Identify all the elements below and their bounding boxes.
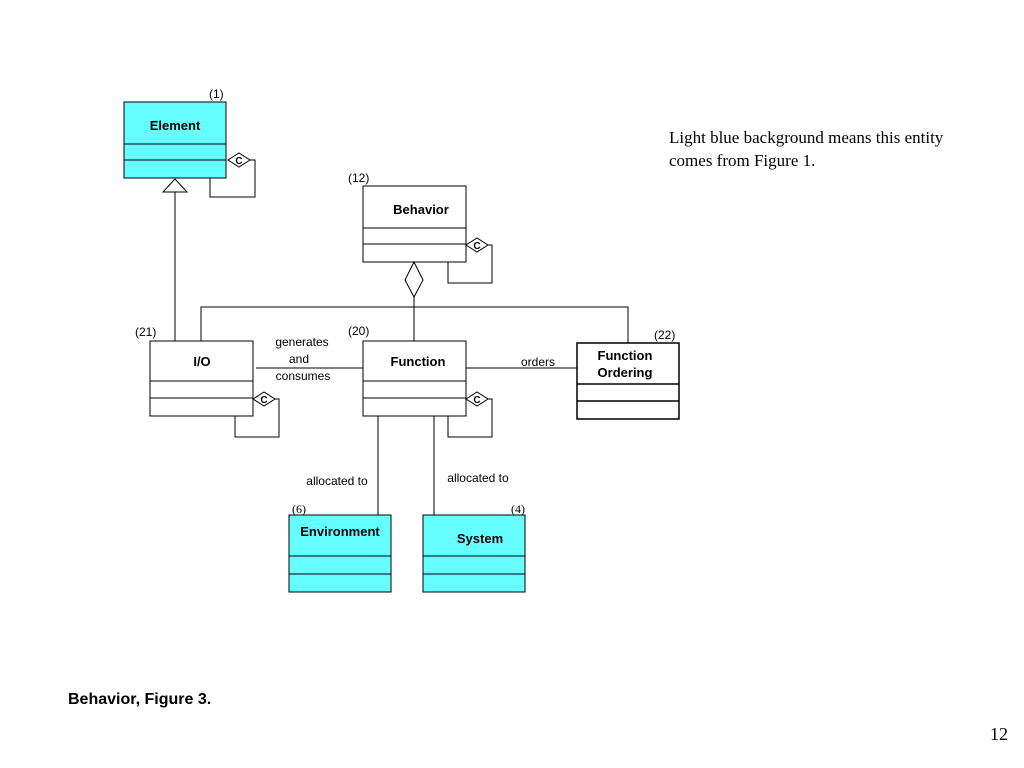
inheritance-io-element xyxy=(161,178,189,341)
aggregation-diamond-icon xyxy=(404,260,424,299)
entity-environment-number: (6) xyxy=(292,502,306,516)
io-self-composition: C xyxy=(234,391,280,438)
entity-io-title: I/O xyxy=(193,354,210,369)
entity-element-title: Element xyxy=(150,118,201,133)
entity-environment[interactable]: Environment xyxy=(288,514,392,593)
composition-badge: C xyxy=(473,395,480,406)
relation-allocated-system: allocated to xyxy=(433,416,509,515)
relation-generates-line3: consumes xyxy=(276,369,331,383)
composition-badge: C xyxy=(235,156,242,167)
relation-generates-line2: and xyxy=(289,352,309,366)
entity-io-number: (21) xyxy=(135,325,156,339)
relation-orders-label: orders xyxy=(521,355,555,369)
legend-note: Light blue background means this entity … xyxy=(669,128,944,170)
entity-behavior-title: Behavior xyxy=(393,202,449,217)
composition-badge: C xyxy=(473,241,480,252)
figure-caption: Behavior, Figure 3. xyxy=(68,691,212,708)
entity-system-number: (4) xyxy=(511,502,525,516)
entity-function-number: (20) xyxy=(348,324,369,338)
entity-function-title: Function xyxy=(391,354,446,369)
entity-function-ordering-number: (22) xyxy=(654,328,675,342)
entity-element-number: (1) xyxy=(209,87,224,101)
function-self-composition: C xyxy=(447,391,493,438)
behavior-aggregation xyxy=(200,260,629,343)
relation-allocated-environment: allocated to xyxy=(306,416,379,515)
entity-behavior[interactable]: Behavior xyxy=(362,185,467,263)
entity-function-ordering-title-2: Ordering xyxy=(598,365,653,380)
relation-orders: orders xyxy=(466,355,577,369)
entity-system-title: System xyxy=(457,531,503,546)
entity-function-ordering-title-1: Function xyxy=(598,348,653,363)
page-number: 12 xyxy=(990,724,1008,744)
composition-badge: C xyxy=(260,395,267,406)
composition-diamond-icon xyxy=(465,391,489,407)
entity-element[interactable]: Element xyxy=(123,101,227,179)
behavior-self-composition: C xyxy=(447,237,493,284)
entity-function[interactable]: Function xyxy=(362,340,467,417)
composition-diamond-icon xyxy=(227,152,251,168)
relation-sys-allocated-label: allocated to xyxy=(447,471,509,485)
relation-generates-consumes: generates and consumes xyxy=(256,335,363,383)
relation-env-allocated-label: allocated to xyxy=(306,474,368,488)
entity-function-ordering[interactable]: Function Ordering xyxy=(576,342,680,420)
entity-io[interactable]: I/O xyxy=(149,340,254,417)
entity-system[interactable]: System xyxy=(422,514,526,593)
element-self-composition: C xyxy=(209,152,256,198)
entity-environment-title: Environment xyxy=(300,524,380,539)
composition-diamond-icon xyxy=(252,391,276,407)
inheritance-triangle-icon xyxy=(161,178,189,193)
relation-generates-line1: generates xyxy=(275,335,328,349)
composition-diamond-icon xyxy=(465,237,489,253)
entity-behavior-number: (12) xyxy=(348,171,369,185)
